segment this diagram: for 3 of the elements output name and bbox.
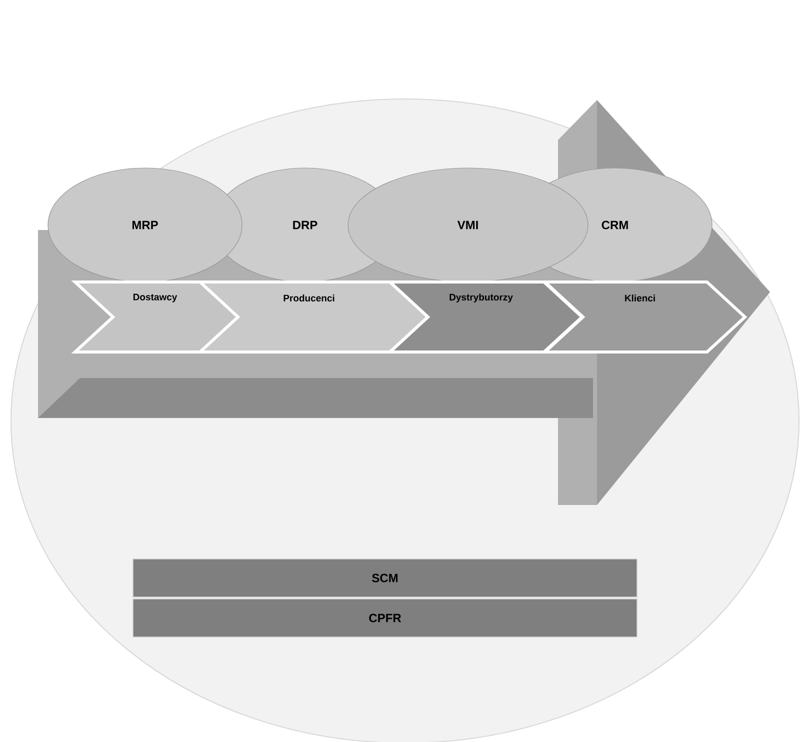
chevron: Dostawcy	[71, 280, 248, 354]
bar: CPFR	[132, 598, 638, 638]
bar: SCM	[132, 558, 638, 598]
